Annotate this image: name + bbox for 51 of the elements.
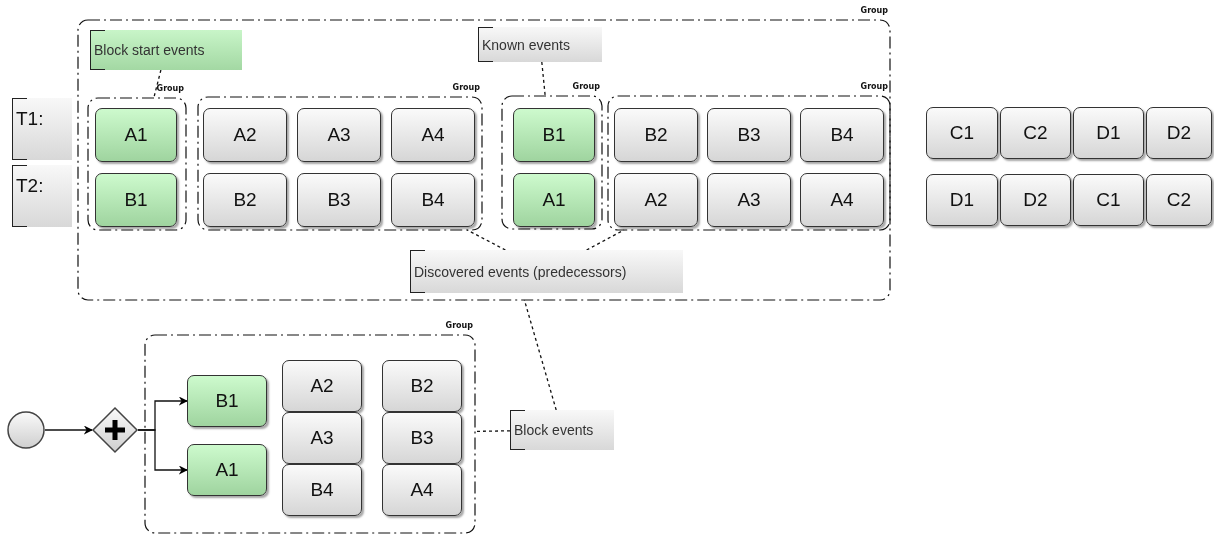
task-box: B2 [614, 108, 698, 162]
task-box: B4 [282, 464, 362, 516]
task-box: C2 [1000, 107, 1071, 159]
start-event-circle [7, 411, 45, 449]
task-box: A2 [203, 108, 287, 162]
annotation: Discovered events (predecessors) [410, 250, 683, 293]
task-box: B2 [203, 173, 287, 227]
task-box: B2 [382, 360, 462, 412]
task-box: A3 [297, 108, 381, 162]
task-box: C2 [1146, 174, 1212, 226]
task-box: B4 [800, 108, 884, 162]
task-box: A2 [614, 173, 698, 227]
annotation: Block start events [90, 30, 242, 70]
group-label: Group [156, 84, 184, 93]
task-box: A1 [513, 173, 595, 227]
task-box: D1 [1073, 107, 1144, 159]
task-box: A4 [391, 108, 475, 162]
task-box: A3 [707, 173, 791, 227]
task-box: A2 [282, 360, 362, 412]
task-box: B3 [297, 173, 381, 227]
group-label: Group [572, 82, 600, 91]
group-label: Group [860, 82, 888, 91]
task-box: A4 [382, 464, 462, 516]
leader-line [153, 69, 162, 99]
task-box: B1 [513, 108, 595, 162]
task-box: B4 [391, 173, 475, 227]
task-box: D1 [926, 174, 998, 226]
group-label: Group [452, 83, 480, 92]
task-box: A3 [282, 412, 362, 464]
group-label: Group [860, 6, 888, 15]
leader-line [541, 61, 546, 97]
annotation: Block events [510, 410, 614, 450]
group-label: Group [445, 321, 473, 330]
task-box: D2 [1146, 107, 1212, 159]
arrow [44, 425, 93, 435]
task-box: B1 [95, 173, 177, 227]
task-box: A1 [95, 108, 177, 162]
task-box: A1 [187, 444, 267, 496]
arrow [137, 429, 188, 475]
task-box: B3 [707, 108, 791, 162]
task-box: B1 [187, 375, 267, 427]
leader-line [474, 430, 511, 433]
task-box: C1 [926, 107, 998, 159]
annotation: Known events [478, 27, 602, 62]
annotation: T2: [12, 165, 72, 227]
task-box: D2 [1000, 174, 1071, 226]
task-box: C1 [1073, 174, 1144, 226]
task-box: B3 [382, 412, 462, 464]
annotation: T1: [12, 98, 72, 160]
parallel-gateway-diamond [92, 407, 138, 453]
task-box: A4 [800, 173, 884, 227]
